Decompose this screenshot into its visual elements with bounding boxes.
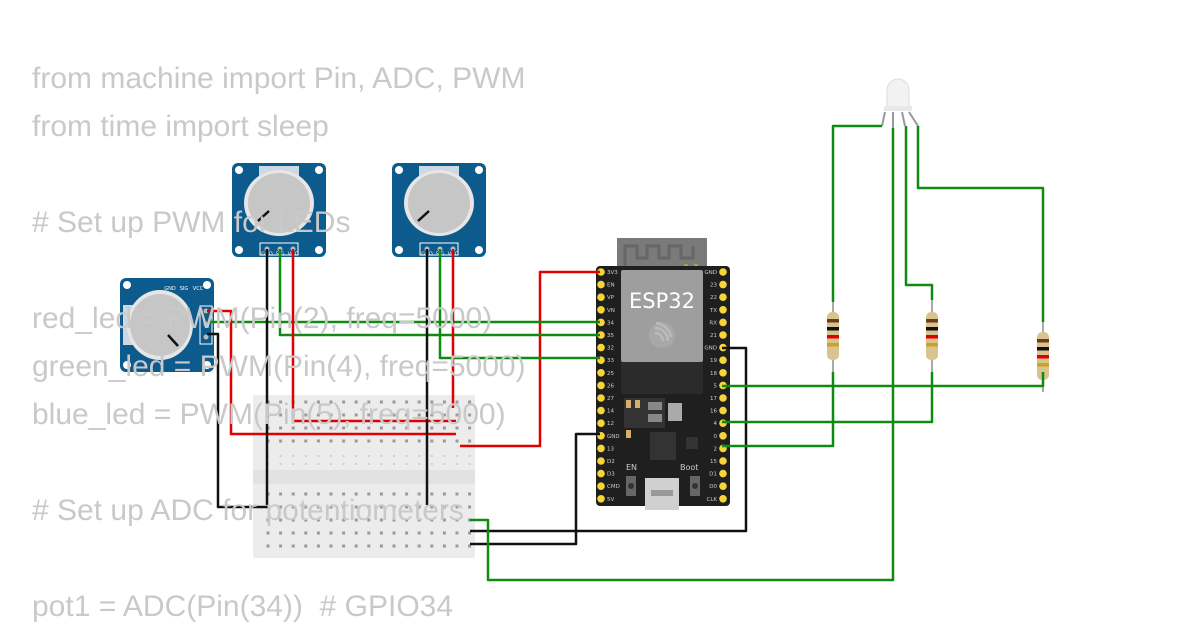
pin-label: 26 (607, 383, 614, 389)
pin-label: 23 (710, 283, 717, 289)
pin-label: TX (709, 308, 717, 314)
pin-label: 5V (607, 497, 614, 503)
pin-label: 16 (710, 409, 717, 415)
pin-left-5v[interactable] (597, 495, 605, 503)
pin-label: 14 (607, 409, 614, 415)
pin-left-cmd[interactable] (597, 482, 605, 491)
esp32-label: ESP32 (629, 289, 695, 313)
pin-label: 17 (710, 396, 717, 402)
pin-right-15[interactable] (719, 457, 727, 465)
pin-left-d3[interactable] (597, 469, 605, 478)
pin-right-23[interactable] (719, 280, 727, 289)
pin-left-14[interactable] (597, 406, 605, 415)
pin-label: 15 (710, 459, 717, 465)
pin-label: D0 (709, 484, 717, 490)
pin-label: 4 (714, 421, 718, 427)
pin-left-d2[interactable] (597, 457, 605, 465)
potentiometer-1[interactable]: GND SIG VCC (120, 278, 214, 372)
pin-label: 5 (714, 383, 718, 389)
knob-indicator[interactable] (257, 210, 270, 222)
resistor[interactable] (1037, 320, 1049, 392)
pin-right-gnd[interactable] (719, 268, 727, 276)
pin-right-22[interactable] (719, 293, 727, 302)
pin-left-13[interactable] (597, 444, 605, 453)
pin-right-tx[interactable] (719, 306, 727, 314)
usb-port (645, 478, 679, 510)
pin-label: CLK (706, 497, 717, 503)
espressif-logo (649, 321, 675, 348)
pin-right-rx[interactable] (719, 318, 727, 327)
pin-label: 13 (607, 446, 614, 452)
pin-left-en[interactable] (597, 280, 605, 289)
pin-label: 27 (607, 396, 614, 402)
pin-right-19[interactable] (719, 356, 727, 365)
pin-label: 34 (607, 320, 614, 326)
pin-left-vp[interactable] (597, 293, 605, 302)
pin-label: 12 (607, 421, 614, 427)
pin-left-25[interactable] (597, 369, 605, 377)
pot-pin-label: SIG (180, 286, 189, 292)
pin-right-16[interactable] (719, 406, 727, 415)
pin-left-12[interactable] (597, 419, 605, 428)
pin-left-3v3[interactable] (597, 268, 605, 276)
boot-button[interactable] (690, 476, 700, 496)
pin-label: GND (607, 434, 620, 440)
pin-label: 19 (710, 358, 717, 364)
esp32-board[interactable]: ESP32 EN Boot 3V3ENVPVN34353233252627141… (596, 238, 730, 510)
pin-label: 0 (714, 434, 718, 440)
pin-label: VN (607, 308, 615, 314)
pot-pin-label: GND (164, 286, 176, 292)
boot-label: Boot (680, 463, 698, 472)
pin-right-d0[interactable] (719, 482, 727, 491)
pin-left-vn[interactable] (597, 306, 605, 314)
wires (207, 124, 1045, 582)
pin-label: VP (607, 295, 615, 301)
pin-label: 22 (710, 295, 717, 301)
pin-label: D2 (607, 459, 615, 465)
resistor[interactable] (827, 300, 839, 372)
pin-label: 32 (607, 346, 614, 352)
pin-label: GND (704, 270, 717, 276)
pot-pin-label: VCC (193, 286, 204, 292)
knob-indicator[interactable] (167, 334, 179, 347)
pin-label: 21 (710, 333, 717, 339)
en-label: EN (626, 463, 637, 472)
pin-left-34[interactable] (597, 318, 605, 327)
pin-label: 35 (607, 333, 614, 339)
en-button[interactable] (626, 476, 636, 496)
pin-label: D3 (607, 472, 615, 478)
knob-indicator[interactable] (417, 210, 430, 222)
pin-label: EN (607, 283, 615, 289)
pin-label: 2 (714, 446, 718, 452)
pin-right-clk[interactable] (719, 495, 727, 503)
pin-label: D1 (709, 472, 717, 478)
resistor[interactable] (926, 300, 938, 372)
pin-right-0[interactable] (719, 432, 727, 440)
pin-left-26[interactable] (597, 381, 605, 390)
pin-label: GND (704, 346, 717, 352)
pin-left-32[interactable] (597, 343, 605, 352)
breadboard[interactable] (253, 395, 475, 558)
pin-label: RX (709, 320, 717, 326)
pin-label: 3V3 (607, 270, 618, 276)
pin-right-17[interactable] (719, 394, 727, 402)
pin-label: 25 (607, 371, 614, 377)
pin-right-d1[interactable] (719, 469, 727, 478)
rgb-led[interactable] (881, 78, 919, 128)
pin-label: CMD (607, 484, 620, 490)
pin-left-27[interactable] (597, 394, 605, 402)
pin-right-21[interactable] (719, 331, 727, 339)
pin-right-18[interactable] (719, 369, 727, 377)
pin-label: 18 (710, 371, 717, 377)
pin-left-35[interactable] (597, 331, 605, 339)
pin-label: 33 (607, 358, 614, 364)
